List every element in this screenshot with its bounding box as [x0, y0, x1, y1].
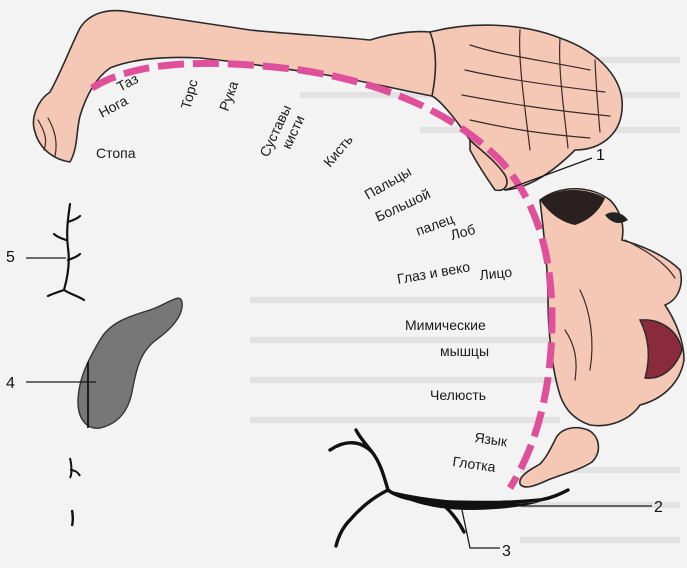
- label-kist: Кисть: [320, 132, 356, 170]
- face-shape: [540, 189, 684, 426]
- label-glaz: Глаз и веко: [396, 258, 472, 287]
- label-tors: Торс: [177, 78, 200, 111]
- callout-4-number: 4: [6, 375, 15, 392]
- callout-5-number: 5: [6, 249, 15, 266]
- callout-1-number: 1: [596, 147, 605, 164]
- callout-3-number: 3: [502, 543, 511, 560]
- homunculus-face: [540, 189, 684, 426]
- label-glotka: Глотка: [452, 453, 497, 475]
- label-chelyust: Челюсть: [430, 387, 486, 403]
- callout-2-number: 2: [654, 499, 663, 516]
- structure-4-cell-body: 4: [6, 298, 182, 526]
- giant-hand-shape: [430, 25, 622, 190]
- label-litso: Лицо: [479, 264, 513, 283]
- label-ruka: Рука: [216, 79, 242, 113]
- label-stopa: Стопа: [96, 145, 136, 161]
- label-myshtsy: мышцы: [440, 343, 489, 359]
- structure-5-neuron: 5: [6, 204, 84, 300]
- label-noga: Нога: [96, 92, 131, 121]
- tongue-shape: [520, 428, 599, 487]
- label-mimicheskie: Мимические: [405, 317, 486, 333]
- label-yazyk: Язык: [474, 429, 509, 450]
